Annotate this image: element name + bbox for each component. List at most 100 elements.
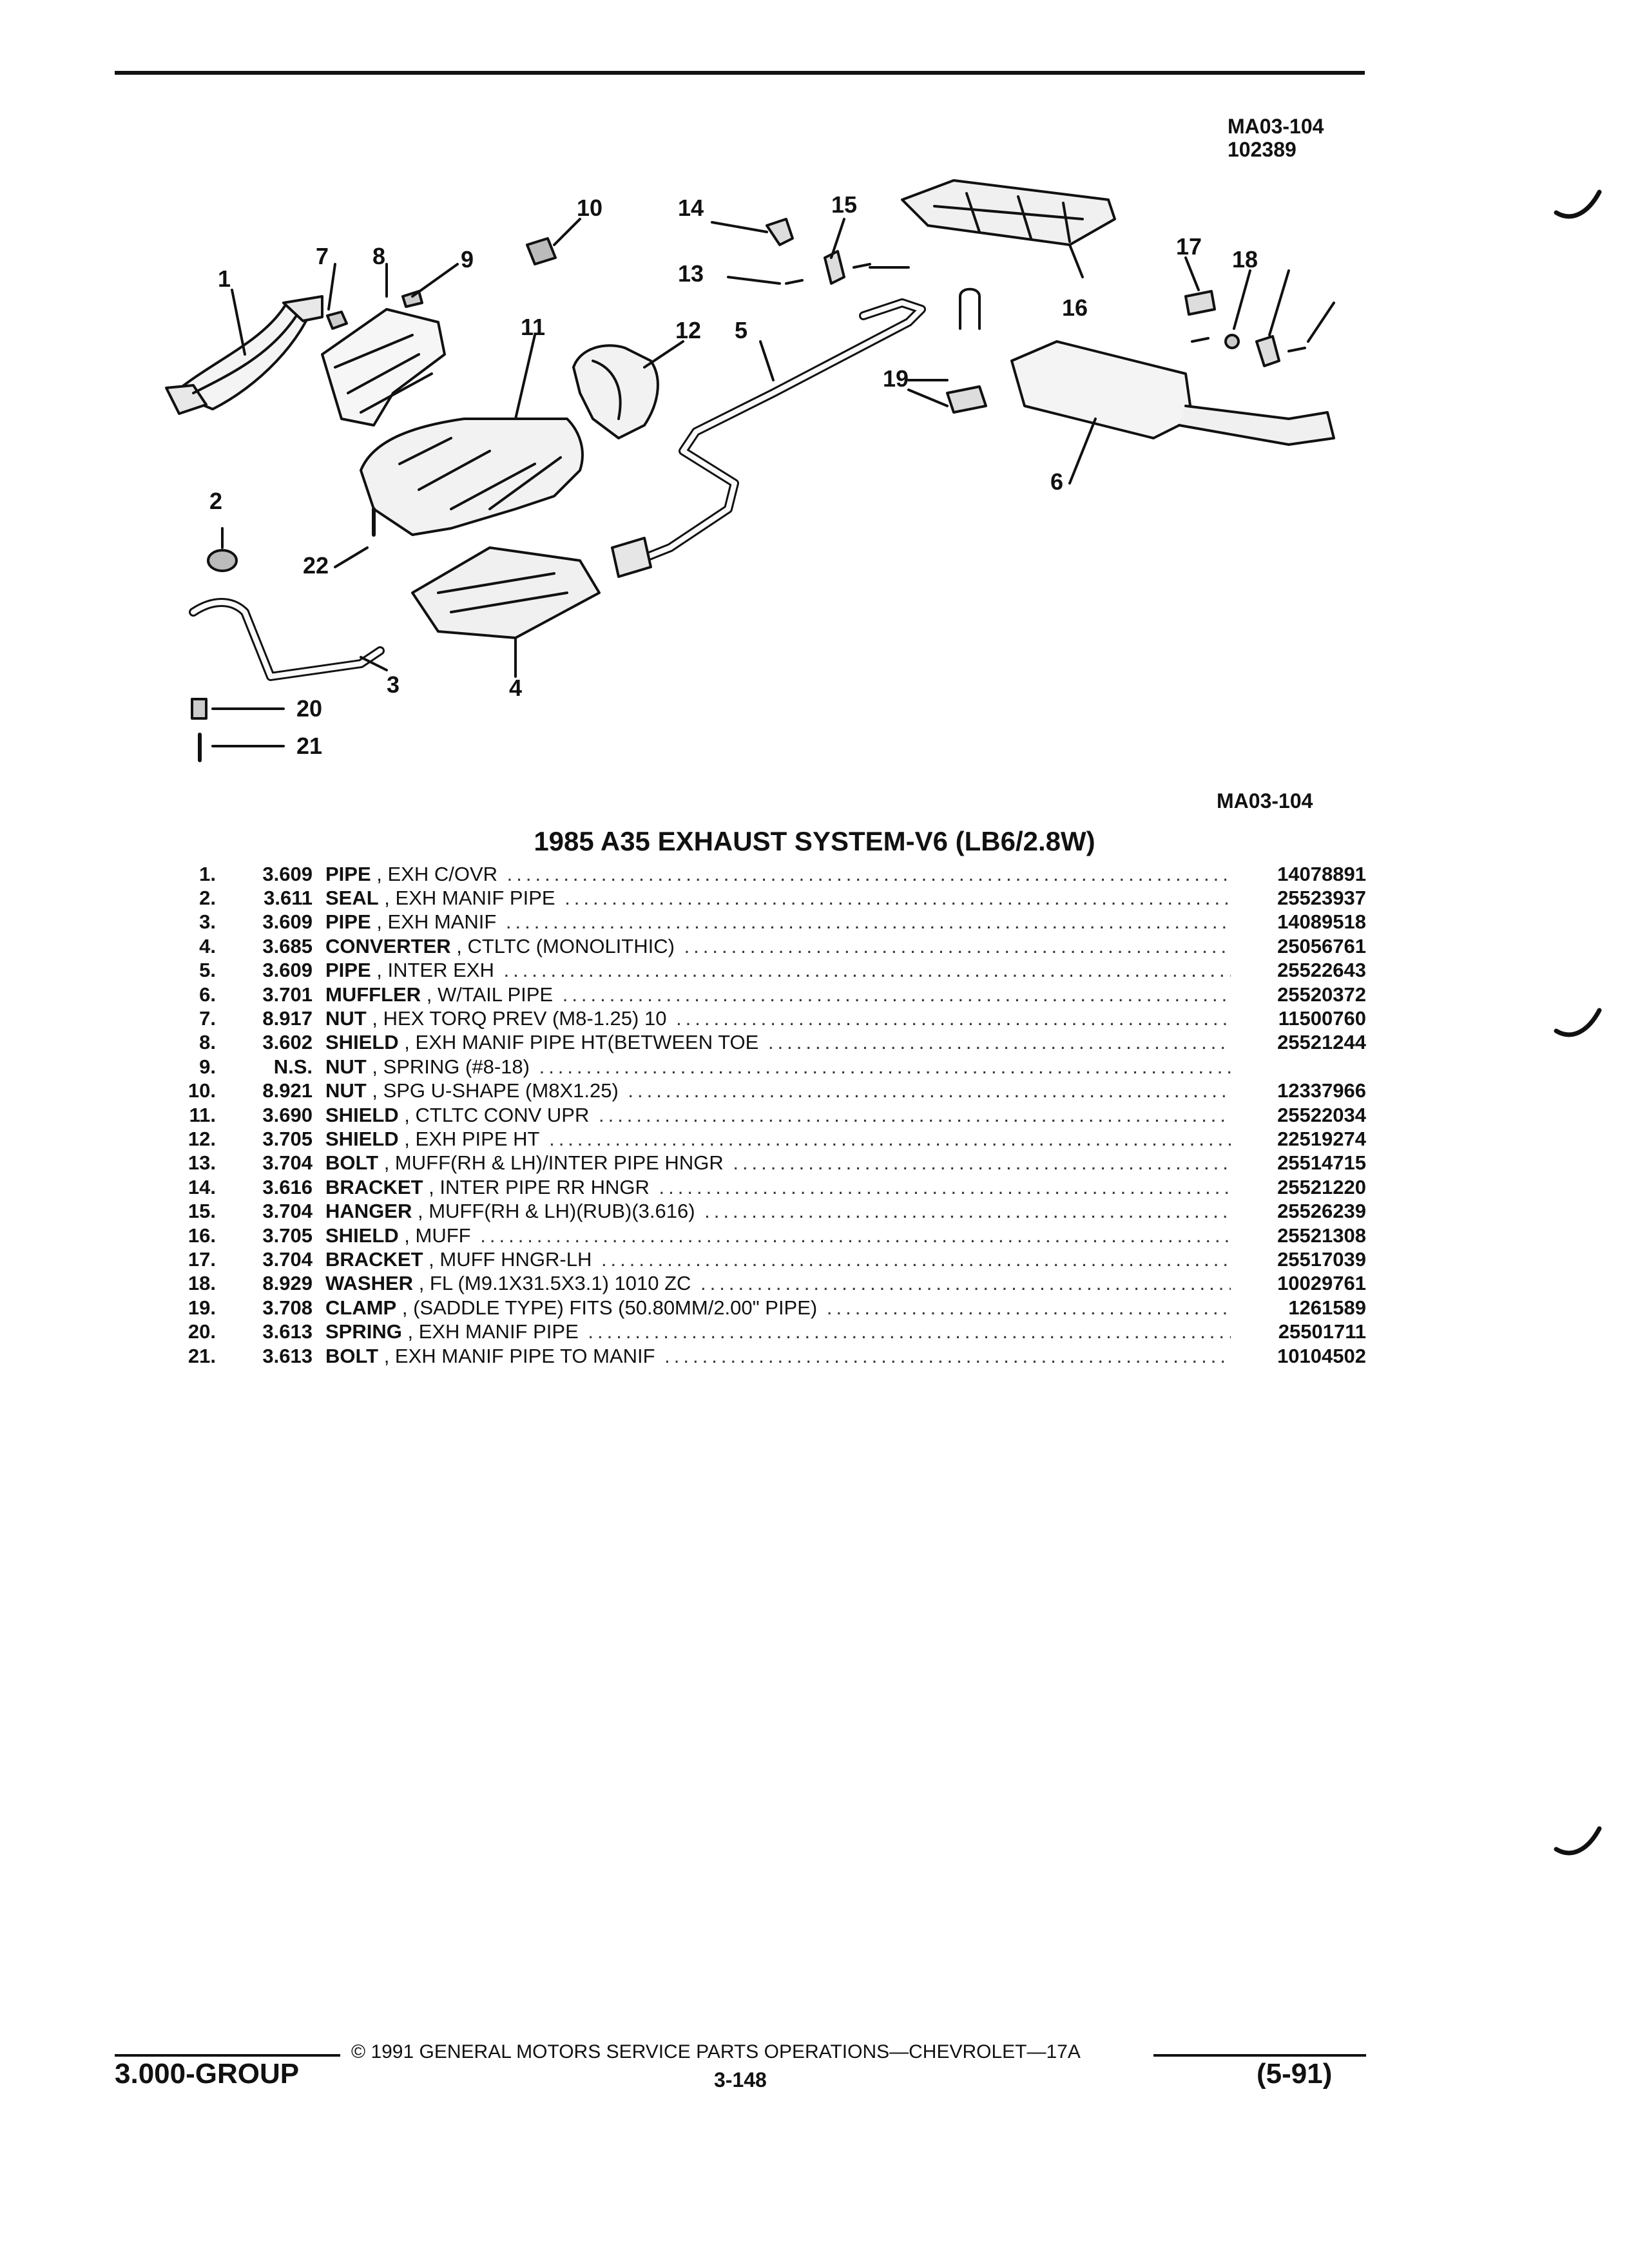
item-number: 16. [188, 1224, 216, 1247]
part-desc-separator: , [366, 1007, 383, 1030]
part-description: SHIELD , CTLTC CONV UPR ................… [325, 1103, 1231, 1127]
leader-dots: ........................................… [601, 1247, 1231, 1271]
intermediate-pipe-part [611, 298, 926, 578]
page-title: 1985 A35 EXHAUST SYSTEM-V6 (LB6/2.8W) [534, 826, 1095, 856]
part-desc-detail: SPRING (#8-18) [383, 1055, 530, 1078]
item-number: 17. [188, 1247, 216, 1271]
part-desc-detail: SPG U-SHAPE (M8X1.25) [383, 1079, 619, 1102]
part-number: 12337966 [1277, 1079, 1366, 1102]
group-code: 3.611 [264, 887, 313, 910]
table-row: 9.N.S.NUT , SPRING (#8-18) .............… [155, 1055, 1366, 1079]
leader-dots: ........................................… [588, 1320, 1231, 1343]
exhaust-system-diagram: 1 2 3 4 5 6 7 8 9 10 11 12 13 14 15 16 1… [165, 179, 1335, 762]
callout-7: 7 [316, 243, 329, 269]
part-name: SHIELD [325, 1103, 399, 1126]
group-code: 3.613 [262, 1320, 313, 1343]
part-description: PIPE , EXH C/OVR .......................… [325, 862, 1231, 886]
callout-17: 17 [1176, 233, 1202, 260]
converter-upper-shield-part [360, 418, 584, 536]
part-desc-separator: , [371, 910, 388, 934]
callout-14: 14 [678, 195, 704, 221]
leader-dots: ........................................… [826, 1296, 1231, 1319]
part-description: CONVERTER , CTLTC (MONOLITHIC) .........… [325, 934, 1231, 958]
group-code: 3.704 [262, 1200, 313, 1223]
exh-manif-pipe-shield-part [321, 308, 446, 427]
part-name: BRACKET [325, 1247, 423, 1271]
callout-21: 21 [296, 733, 322, 759]
group-code: N.S. [273, 1055, 313, 1078]
item-number: 8. [199, 1031, 216, 1054]
callout-20: 20 [296, 695, 322, 722]
item-number: 7. [199, 1007, 216, 1030]
part-desc-detail: INTER EXH [387, 959, 494, 982]
part-description: PIPE , INTER EXH .......................… [325, 959, 1231, 983]
diagram-code-block: MA03-104 102389 [1228, 115, 1324, 161]
part-number [1231, 1055, 1366, 1079]
callout-18: 18 [1232, 246, 1258, 273]
part-description: SEAL , EXH MANIF PIPE ..................… [325, 886, 1231, 910]
group-code: 3.613 [262, 1344, 313, 1367]
part-desc-separator: , [371, 862, 388, 885]
table-row: 4. 3.685 CONVERTER , CTLTC (MONOLITHIC) ..… [155, 934, 1366, 958]
margin-mark-icon [1554, 1008, 1602, 1037]
item-number: 9. [199, 1055, 216, 1078]
part-desc-detail: MUFF(RH & LH)(RUB)(3.616) [429, 1200, 695, 1223]
part-desc-detail: MUFF(RH & LH)/INTER PIPE HNGR [394, 1151, 724, 1175]
leader-dots: ........................................… [562, 983, 1231, 1006]
part-number: 25514715 [1277, 1151, 1366, 1175]
part-number: 10104502 [1277, 1344, 1366, 1367]
leader-dots: ........................................… [549, 1127, 1231, 1150]
part-description: SPRING , EXH MANIF PIPE ................… [325, 1320, 1231, 1343]
manif-pipe-seal-part [207, 549, 238, 572]
callout-9: 9 [461, 246, 474, 273]
part-desc-detail: HEX TORQ PREV (M8-1.25) 10 [383, 1007, 667, 1030]
callout-5: 5 [735, 317, 747, 343]
part-name: SHIELD [325, 1031, 399, 1054]
footer-copyright: © 1991 GENERAL MOTORS SERVICE PARTS OPER… [351, 2041, 1081, 2062]
part-description: WASHER , FL (M9.1X31.5X3.1) 1010 ZC ....… [325, 1272, 1231, 1296]
part-name: SHIELD [325, 1224, 399, 1247]
item-number: 3. [199, 910, 216, 934]
part-number: 25520372 [1277, 983, 1366, 1006]
item-number: 4. [199, 934, 216, 957]
group-code: 3.609 [262, 910, 313, 934]
catalytic-converter-part [411, 546, 601, 639]
group-code: 3.685 [262, 934, 313, 957]
part-desc-detail: INTER PIPE RR HNGR [439, 1175, 650, 1198]
part-name: CLAMP [325, 1296, 397, 1319]
part-desc-separator: , [378, 1344, 395, 1367]
item-number: 13. [188, 1151, 216, 1175]
flat-washer-part [1224, 334, 1240, 349]
part-desc-separator: , [423, 1175, 440, 1198]
footer-group: 3.000-GROUP [115, 2058, 300, 2090]
item-number: 5. [199, 959, 216, 982]
part-desc-separator: , [423, 1247, 440, 1271]
part-desc-separator: , [412, 1200, 429, 1223]
part-number: 25522643 [1277, 959, 1366, 982]
part-number: 25517039 [1277, 1247, 1366, 1271]
muffler-part [1010, 340, 1335, 446]
leader-dots: ........................................… [503, 959, 1231, 982]
group-code: 3.609 [262, 959, 313, 982]
callout-2: 2 [209, 488, 222, 514]
exh-manif-spring-part [191, 698, 207, 720]
part-number: 10029761 [1277, 1272, 1366, 1295]
part-desc-detail: CTLTC CONV UPR [415, 1103, 590, 1126]
group-code: 3.690 [262, 1103, 313, 1126]
item-number: 12. [188, 1127, 216, 1150]
part-description: BOLT , MUFF(RH & LH)/INTER PIPE HNGR ...… [325, 1151, 1231, 1175]
item-number: 19. [188, 1296, 216, 1319]
callout-22: 22 [303, 552, 329, 579]
table-row: 5. 3.609 PIPE , INTER EXH ................… [155, 959, 1366, 983]
part-desc-detail: EXH PIPE HT [415, 1127, 540, 1150]
part-name: SEAL [325, 887, 379, 910]
part-desc-separator: , [378, 887, 396, 910]
